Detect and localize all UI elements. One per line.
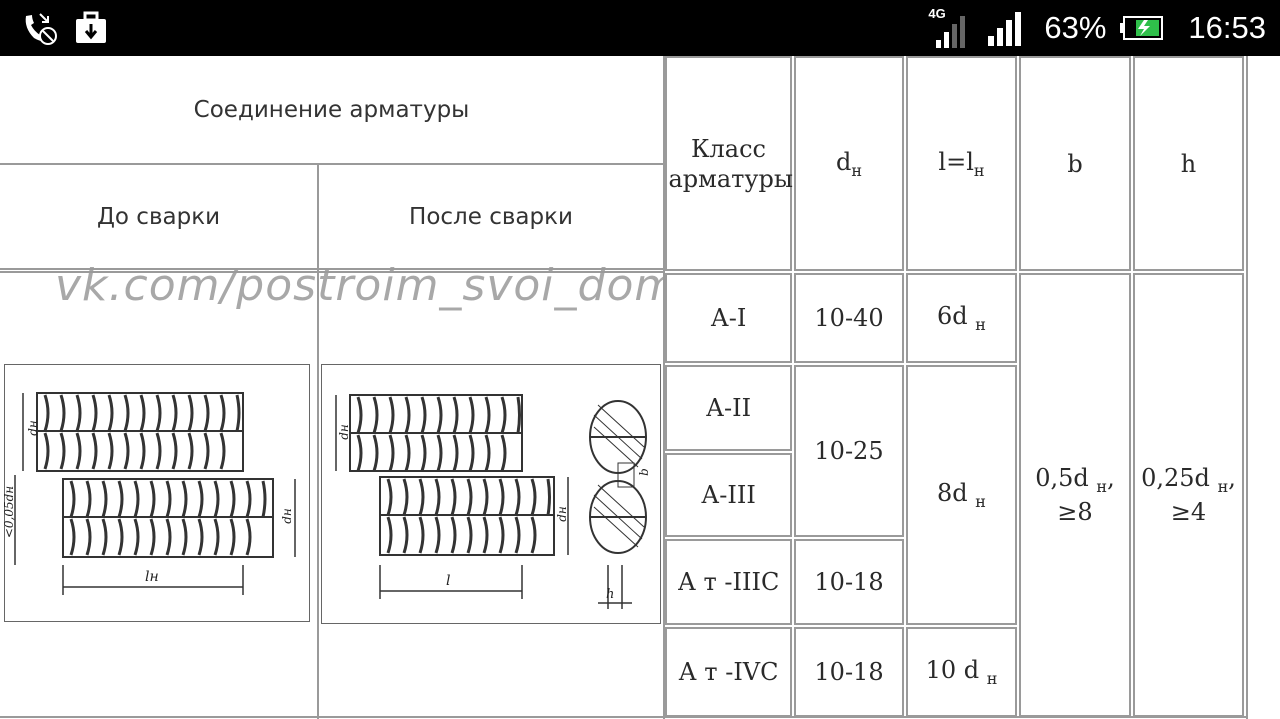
table-line (317, 163, 319, 719)
table-cell-d-1: 10-40 (794, 273, 904, 363)
table-line (0, 271, 664, 273)
table-line (0, 163, 664, 165)
table-line (663, 56, 665, 719)
label-after-b: b (636, 468, 651, 476)
status-bar: 4G 63% 16:53 (0, 0, 1280, 56)
label-before-gap: <0,05dн (2, 485, 17, 539)
table-cell-l-merged: 8d н (906, 365, 1017, 625)
rebar-after-welding-icon (335, 394, 647, 609)
header-b: b (1019, 56, 1131, 271)
watermark-text: vk.com/postroim_svoi_dom (55, 260, 679, 311)
table-cell-d-5: 10-18 (794, 627, 904, 717)
label-after-dn2: dн (554, 506, 569, 522)
header-d: dн (794, 56, 904, 271)
status-bar-system: 4G 63% 16:53 (928, 0, 1266, 56)
table-cell-class-1: А-I (665, 273, 792, 363)
battery-percentage: 63% (1044, 10, 1107, 45)
network-type-label: 4G (928, 6, 946, 21)
header-before-welding: До сварки (96, 203, 221, 230)
status-bar-notifications (20, 10, 108, 46)
label-before-dn: dн (25, 420, 40, 436)
document-image: Соединение арматуры До сварки После свар… (0, 56, 1280, 719)
briefcase-download-icon (76, 11, 106, 43)
table-cell-b-merged: 0,5d н, ≥8 (1019, 273, 1131, 717)
table-cell-d-merged: 10-25 (794, 365, 904, 537)
table-cell-class-2: А-II (665, 365, 792, 451)
missed-call-icon (25, 13, 57, 45)
signal-strength-icon (988, 12, 1022, 46)
label-before-ln: lн (145, 569, 159, 585)
table-line (0, 268, 664, 270)
table-cell-l-1: 6d н (906, 273, 1017, 363)
header-class: Класс арматуры (665, 56, 793, 271)
table-cell-l-5: 10 d н (906, 627, 1017, 717)
header-after-welding: После сварки (409, 203, 573, 230)
table-line (0, 716, 1248, 718)
label-before-dn2: dн (279, 508, 294, 524)
table-line (1246, 56, 1248, 719)
mobile-data-4g-icon: 4G (928, 6, 972, 50)
label-after-dn: dн (336, 424, 351, 440)
table-cell-h-merged: 0,25d н, ≥4 (1133, 273, 1244, 717)
label-after-h: h (606, 587, 615, 602)
header-joint: Соединение арматуры (193, 96, 470, 123)
drawing-before-welding: dн <0,05dн dн lн (2, 364, 310, 622)
table-cell-class-5: А т -IVС (665, 627, 792, 717)
header-h: h (1133, 56, 1244, 271)
drawing-after-welding: dн dн l b h (321, 364, 661, 624)
clock-time: 16:53 (1188, 10, 1266, 45)
label-after-l: l (446, 573, 451, 589)
rebar-before-welding-icon (14, 392, 296, 595)
battery-charging-icon (1120, 16, 1164, 40)
table-cell-class-3: А-III (665, 453, 792, 537)
table-cell-class-4: А т -IIIС (665, 539, 792, 625)
header-l: l=lн (906, 56, 1017, 271)
table-cell-d-4: 10-18 (794, 539, 904, 625)
